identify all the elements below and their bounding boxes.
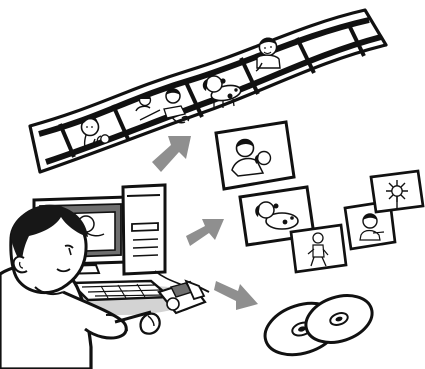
photo-1 [216, 122, 294, 189]
arrow-down-right-icon [214, 281, 258, 310]
photo-5 [371, 171, 423, 212]
disc-icon [258, 288, 378, 364]
filmstrip-icon [30, 10, 386, 172]
arrow-right-icon [186, 219, 224, 246]
arrow-up-icon [152, 136, 191, 172]
photo-prints-icon [216, 122, 423, 272]
photo-3 [291, 225, 346, 272]
